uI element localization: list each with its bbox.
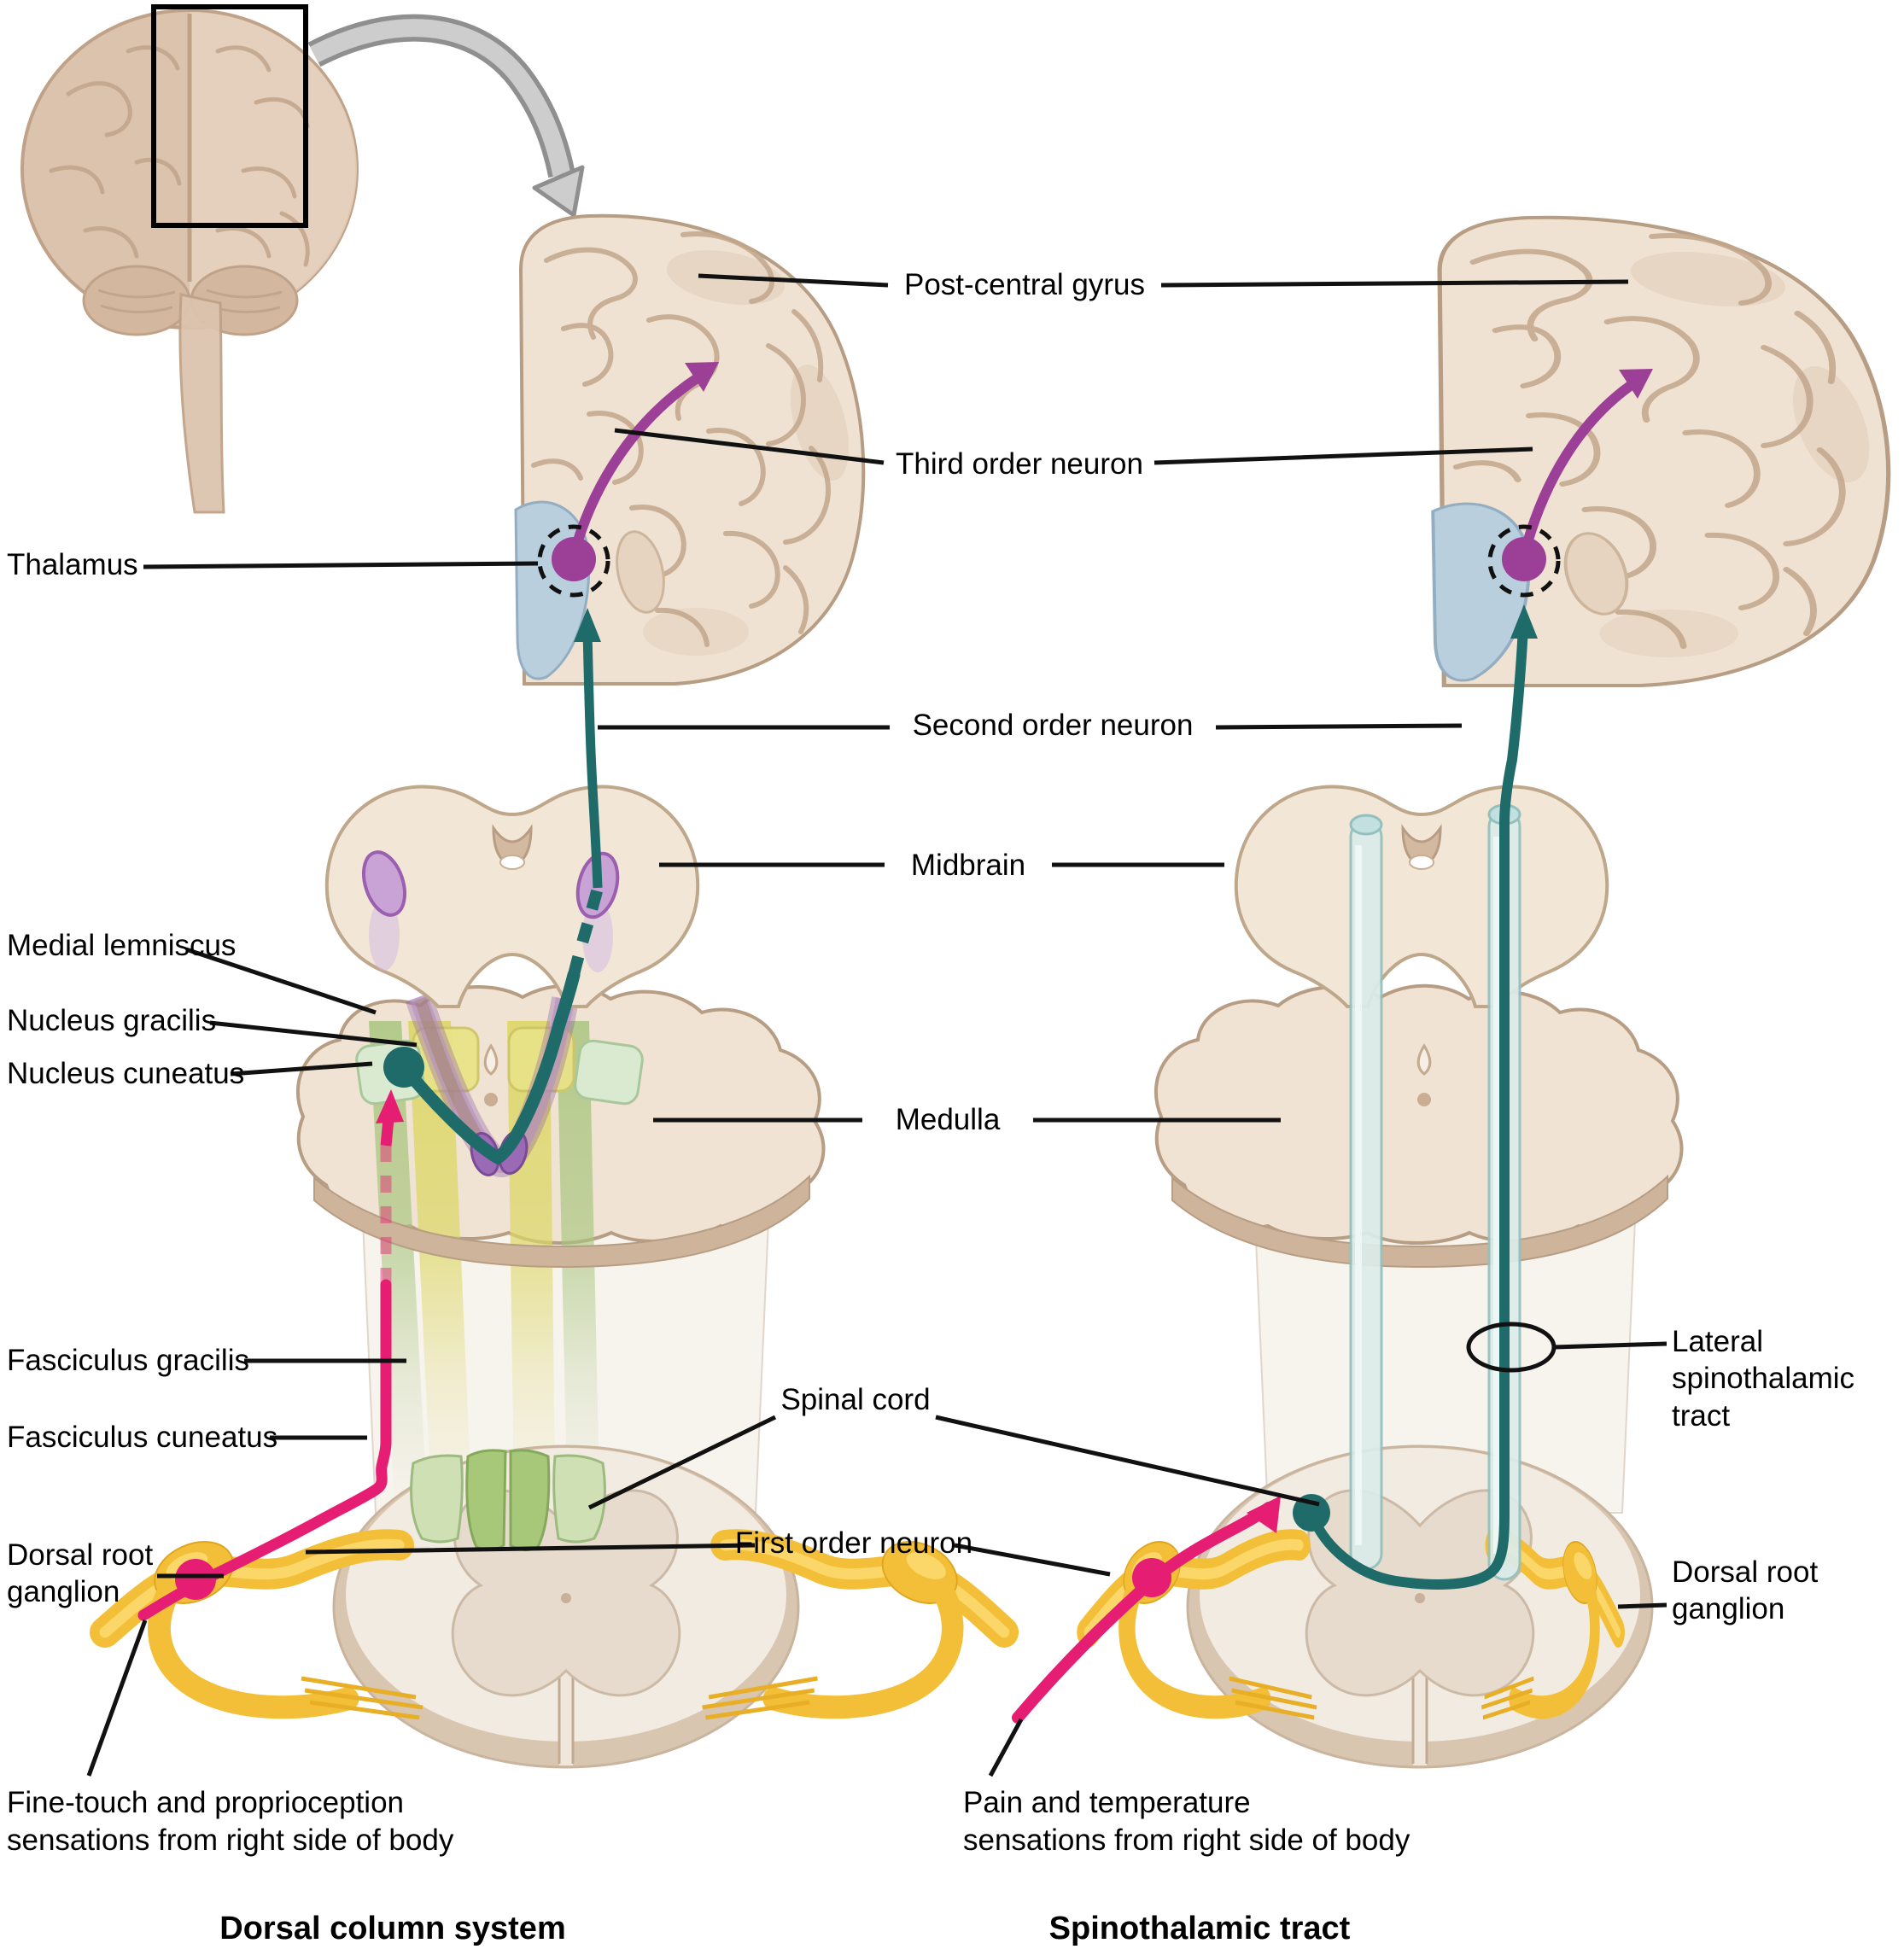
leader-post-central-gyrus xyxy=(698,273,1629,288)
leader-medial-lemniscus xyxy=(185,947,377,1015)
brain-section-left xyxy=(516,216,863,684)
label-lateral-spinothalamic-tract: Lateral spinothalamic tract xyxy=(1672,1325,1854,1433)
first-order-soma-right xyxy=(1132,1558,1171,1597)
spinothalamic-tract-tubes xyxy=(1349,803,1521,1581)
second-order-soma-right xyxy=(1293,1494,1330,1532)
first-order-neuron-path-left xyxy=(137,1089,404,1621)
label-medulla: Medulla xyxy=(895,1103,1001,1136)
label-second-order-neuron: Second order neuron xyxy=(912,709,1194,742)
first-order-soma-left xyxy=(175,1559,216,1600)
leader-second-order-neuron xyxy=(598,723,1463,730)
label-third-order-neuron: Third order neuron xyxy=(896,447,1143,481)
leader-third-order-neuron xyxy=(614,428,1533,465)
third-order-soma-left xyxy=(552,537,596,581)
second-order-neuron-path-left xyxy=(383,608,604,1165)
leader-nucleus-gracilis xyxy=(209,1020,418,1048)
label-dorsal-root-ganglion-left: Dorsal root ganglion xyxy=(7,1538,154,1609)
label-fasciculus-gracilis: Fasciculus gracilis xyxy=(7,1344,249,1377)
thalamus-synapse-circle-left xyxy=(537,524,610,598)
label-nucleus-cuneatus: Nucleus cuneatus xyxy=(7,1057,245,1090)
label-medial-lemniscus: Medial lemniscus xyxy=(7,929,237,962)
title-spinothalamic-tract: Spinothalamic tract xyxy=(1048,1911,1351,1946)
first-order-neuron-path-right xyxy=(1012,1496,1281,1724)
caption-dorsal-column-input: Fine-touch and proprioception sensations… xyxy=(7,1786,454,1858)
label-post-central-gyrus: Post-central gyrus xyxy=(903,268,1146,301)
label-dorsal-root-ganglion-right: Dorsal root ganglion xyxy=(1672,1555,1819,1626)
midbrain-section-right xyxy=(1234,785,1609,1008)
leader-thalamus xyxy=(143,561,539,569)
third-order-neuron-path-left xyxy=(537,362,719,598)
medulla-section-right xyxy=(1153,983,1684,1245)
label-spinal-cord: Spinal cord xyxy=(780,1383,931,1416)
dorsal-column-wedges xyxy=(410,1449,606,1551)
thalamus-synapse-circle-right xyxy=(1487,524,1561,598)
red-nucleus-left xyxy=(362,850,406,917)
second-order-neuron-path-right xyxy=(1293,604,1538,1590)
spinothalamic-tract-illustration xyxy=(1012,218,1889,1769)
central-canal xyxy=(484,1093,498,1106)
label-thalamus: Thalamus xyxy=(7,548,138,581)
leader-lateral-spinothalamic-tract xyxy=(1553,1341,1667,1350)
title-dorsal-column-system: Dorsal column system xyxy=(219,1911,566,1946)
label-fasciculus-cuneatus: Fasciculus cuneatus xyxy=(7,1421,278,1454)
third-order-neuron-path-right xyxy=(1487,369,1653,598)
label-leader-lines xyxy=(86,273,1667,1777)
leader-first-order-neuron xyxy=(305,1543,1111,1577)
leader-dorsal-root-ganglion-right xyxy=(1617,1602,1667,1609)
spinal-cord-section-right xyxy=(1186,1444,1654,1769)
brainstem-stub xyxy=(178,293,225,514)
third-order-soma-right xyxy=(1502,537,1546,581)
inset-highlight-rectangle xyxy=(151,4,308,228)
label-nucleus-gracilis: Nucleus gracilis xyxy=(7,1004,217,1037)
leader-caption-left xyxy=(86,1619,148,1777)
gyri-texture xyxy=(49,45,310,267)
caption-spinothalamic-input: Pain and temperature sensations from rig… xyxy=(963,1786,1410,1858)
nucleus-cuneatus-right-highlight xyxy=(574,1039,644,1106)
dorsal-column-system-illustration xyxy=(105,216,1004,1769)
leader-caption-right xyxy=(988,1718,1024,1777)
label-midbrain: Midbrain xyxy=(910,849,1026,882)
second-order-soma-left xyxy=(383,1047,424,1088)
whole-brain-inset xyxy=(20,4,359,514)
label-first-order-neuron: First order neuron xyxy=(734,1526,973,1560)
leader-spinal-cord xyxy=(587,1415,1320,1510)
zoom-arrow xyxy=(307,14,585,218)
leader-nucleus-cuneatus xyxy=(230,1061,373,1077)
